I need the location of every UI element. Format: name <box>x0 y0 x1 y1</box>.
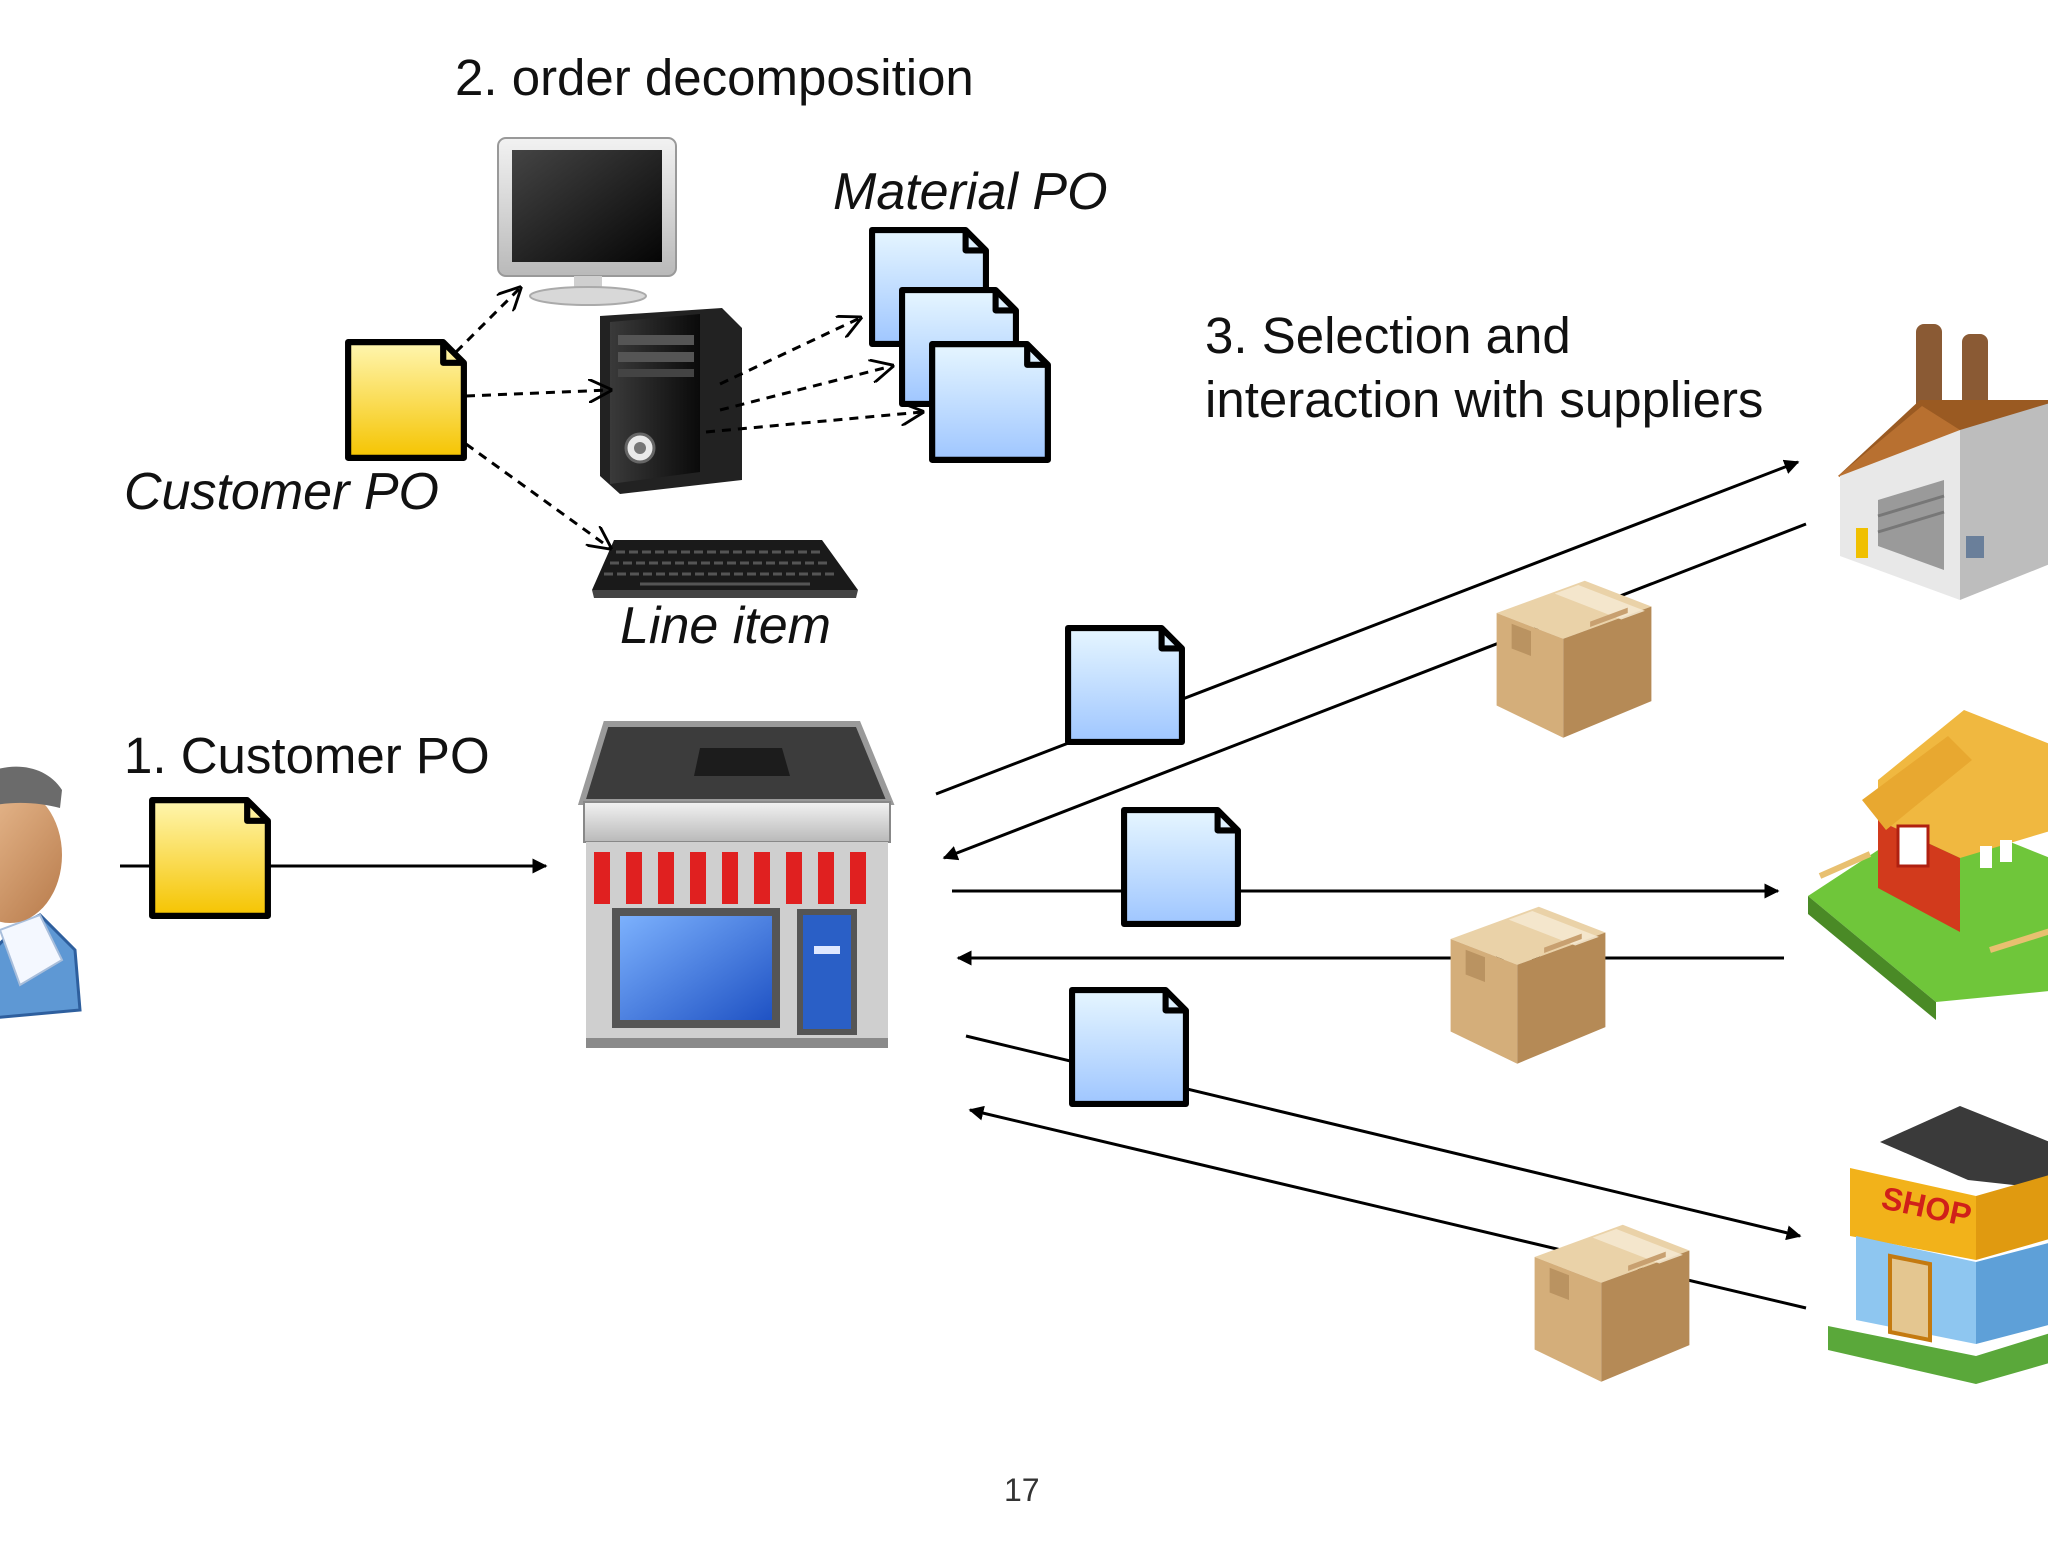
material-po-to-farm-icon <box>1124 810 1238 924</box>
factory-icon <box>1838 324 2048 600</box>
customer-po-label: Customer PO <box>124 463 439 521</box>
package-box-icon-2 <box>1450 906 1606 1064</box>
customer-po-document-icon <box>152 800 268 916</box>
store-icon <box>577 721 895 1048</box>
customer-po-document-decomposition-icon <box>348 342 464 458</box>
keyboard-icon <box>592 540 858 598</box>
computer-tower-icon <box>600 308 742 494</box>
material-po-document-icon-3 <box>932 344 1048 460</box>
material-po-label: Material PO <box>833 163 1108 221</box>
material-po-to-factory-icon <box>1068 628 1182 742</box>
supplier-interaction-arrows <box>935 459 1807 1310</box>
monitor-icon <box>497 137 677 306</box>
supplier-selection-title-line1: 3. Selection and <box>1205 307 1571 364</box>
customer-avatar-icon <box>0 766 82 1019</box>
shop-icon: SHOP <box>1828 1106 2048 1384</box>
farm-barn-icon <box>1808 710 2048 1020</box>
material-po-to-shop-icon <box>1072 990 1186 1104</box>
package-box-icon-1 <box>1496 580 1652 738</box>
customer-po-step-title: 1. Customer PO <box>124 727 490 784</box>
order-decomposition-title: 2. order decomposition <box>455 49 974 106</box>
decomposition-arrows <box>454 288 922 548</box>
supplier-selection-title-line2: interaction with suppliers <box>1205 371 1764 428</box>
page-number: 17 <box>1004 1472 1040 1508</box>
line-item-label: Line item <box>620 597 831 655</box>
